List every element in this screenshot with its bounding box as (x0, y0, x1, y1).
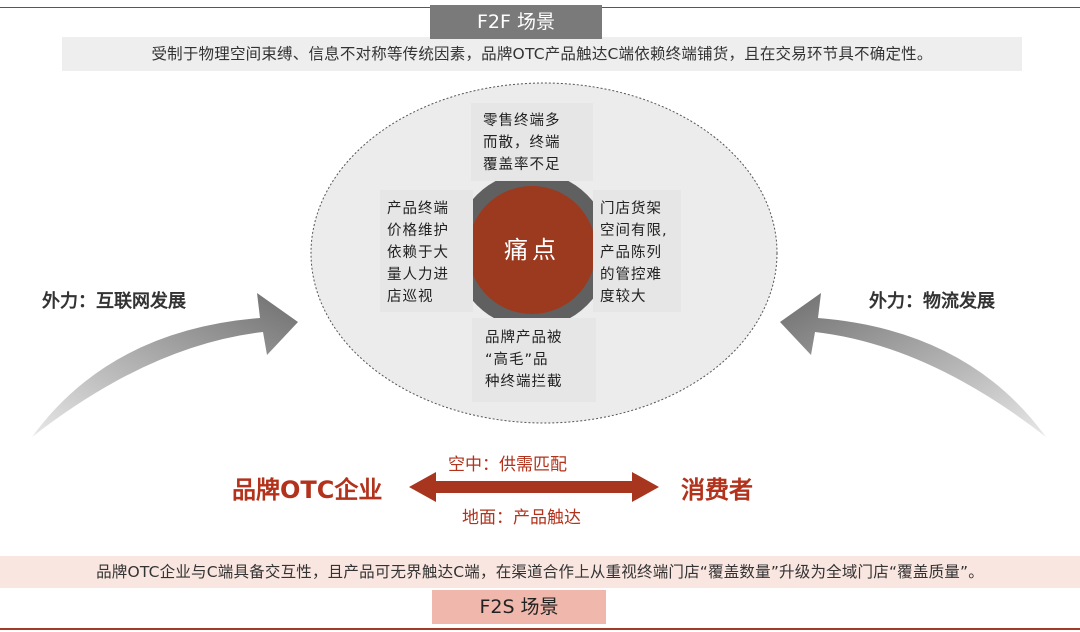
brand-otc-company-label: 品牌OTC企业 (232, 476, 383, 504)
pain-point-price-maintenance: 产品终端 价格维护 依赖于大 量人力进 店巡视 (380, 190, 473, 312)
external-force-logistics: 外力：物流发展 (869, 291, 995, 312)
f2s-scene-tag: F2S 场景 (432, 590, 606, 624)
f2f-scene-tag: F2F 场景 (430, 5, 602, 39)
flow-label-ground: 地面：产品触达 (462, 508, 581, 528)
f2f-description: 受制于物理空间束缚、信息不对称等传统因素，品牌OTC产品触达C端依赖终端铺货，且… (62, 37, 1022, 71)
left-curved-arrow (32, 293, 298, 437)
external-force-internet: 外力：互联网发展 (42, 291, 186, 312)
f2s-description: 品牌OTC企业与C端具备交互性，且产品可无界触达C端，在渠道合作上从重视终端门店… (0, 556, 1080, 588)
double-arrow (409, 472, 659, 502)
bottom-rule (0, 628, 1080, 630)
center-circle (468, 186, 596, 314)
pain-point-high-margin-interception: 品牌产品被 “高毛”品 种终端拦截 (472, 318, 596, 402)
right-curved-arrow (780, 293, 1046, 437)
pain-point-shelf-space: 门店货架 空间有限, 产品陈列 的管控难 度较大 (593, 190, 681, 312)
pain-point-retail-terminals: 零售终端多 而散，终端 覆盖率不足 (471, 103, 593, 181)
pain-point-center-label: 痛点 (504, 236, 560, 264)
flow-label-air: 空中：供需匹配 (448, 455, 567, 475)
consumer-label: 消费者 (681, 476, 753, 504)
